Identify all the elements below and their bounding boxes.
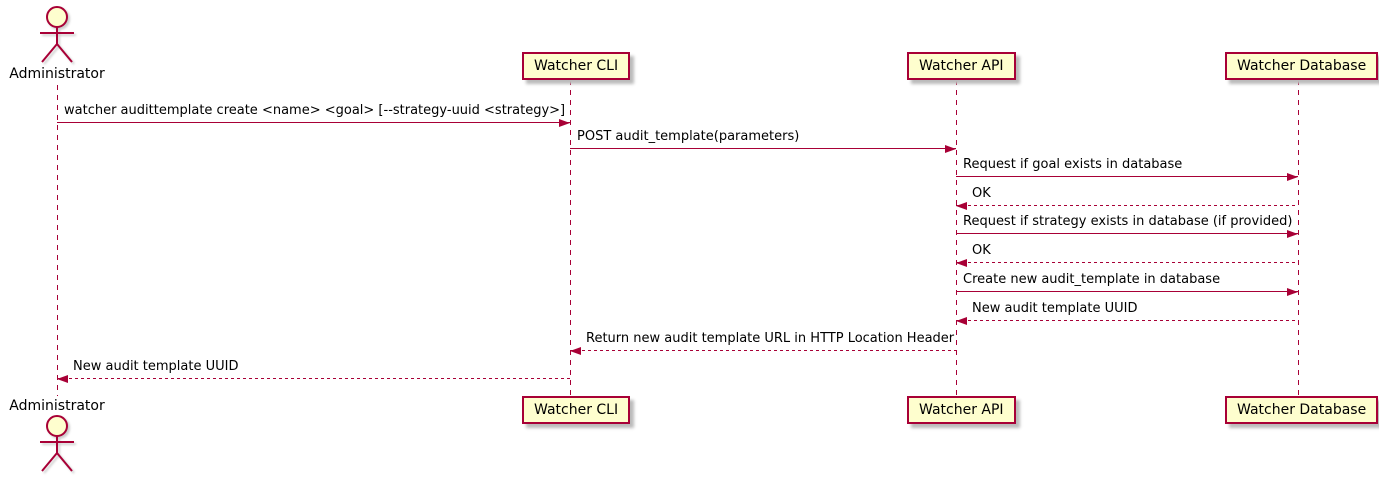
message-label-4: OK	[972, 186, 991, 201]
participant-box-bottom-watcher-api: Watcher API	[907, 396, 1016, 424]
message-arrowhead-8	[956, 316, 967, 325]
actor-label-bottom: Administrator	[9, 398, 105, 414]
message-line-6	[956, 262, 1298, 263]
message-line-1	[57, 122, 570, 123]
lifeline-watcher-database	[1298, 80, 1299, 396]
message-arrowhead-4	[956, 201, 967, 210]
message-line-7	[956, 291, 1298, 292]
message-label-8: New audit template UUID	[972, 301, 1138, 316]
lifeline-watcher-api	[956, 80, 957, 396]
message-label-3: Request if goal exists in database	[963, 157, 1183, 172]
message-line-9	[570, 350, 956, 351]
message-arrowhead-7	[1287, 287, 1298, 296]
message-line-4	[956, 205, 1298, 206]
lifeline-administrator	[57, 85, 58, 396]
message-arrowhead-2	[945, 144, 956, 153]
message-arrowhead-5	[1287, 229, 1298, 238]
participant-box-top-watcher-api: Watcher API	[907, 52, 1016, 80]
message-arrowhead-1	[559, 118, 570, 127]
message-line-5	[956, 233, 1298, 234]
message-label-5: Request if strategy exists in database (…	[963, 214, 1293, 229]
participant-box-top-watcher-cli: Watcher CLI	[522, 52, 631, 80]
message-line-3	[956, 176, 1298, 177]
message-arrowhead-3	[1287, 172, 1298, 181]
actor-icon	[33, 414, 81, 478]
lifeline-watcher-cli	[570, 80, 571, 396]
message-label-7: Create new audit_template in database	[963, 272, 1221, 287]
message-arrowhead-9	[570, 346, 581, 355]
message-line-10	[57, 378, 570, 379]
message-arrowhead-10	[57, 374, 68, 383]
message-label-2: POST audit_template(parameters)	[577, 129, 800, 144]
actor-icon	[33, 5, 81, 69]
message-line-2	[570, 148, 956, 149]
message-label-6: OK	[972, 243, 991, 258]
message-label-9: Return new audit template URL in HTTP Lo…	[586, 331, 955, 346]
participant-box-top-watcher-database: Watcher Database	[1225, 52, 1379, 80]
message-label-1: watcher audittemplate create <name> <goa…	[64, 103, 566, 118]
actor-label-top: Administrator	[9, 66, 105, 82]
participant-box-bottom-watcher-database: Watcher Database	[1225, 396, 1379, 424]
participant-box-bottom-watcher-cli: Watcher CLI	[522, 396, 631, 424]
message-label-10: New audit template UUID	[73, 359, 239, 374]
message-line-8	[956, 320, 1298, 321]
message-arrowhead-6	[956, 258, 967, 267]
